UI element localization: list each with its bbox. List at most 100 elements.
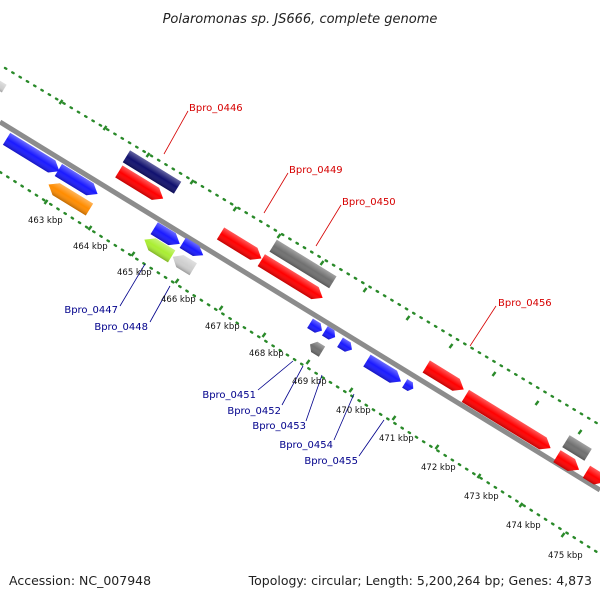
kbp-label: 470 kbp (336, 406, 371, 416)
gene-red-3-shading (257, 254, 323, 300)
connector-bpro-0454 (333, 393, 355, 441)
kbp-tick (43, 199, 49, 205)
kbp-tick (391, 415, 397, 421)
genome-backbone (0, 119, 600, 493)
kbp-tick-dashes (43, 199, 566, 538)
kbp-label: 466 kbp (161, 295, 196, 305)
gene-blue-8 (363, 354, 402, 383)
gene-label-bpro-0447: Bpro_0447 (64, 305, 118, 316)
outer-tick (58, 99, 64, 105)
kbp-label: 465 kbp (117, 268, 152, 278)
kbp-tick (518, 502, 524, 508)
gene-gray-bpro-0450-shading (269, 239, 337, 289)
gene-lime-bpro-0447-shading (144, 238, 176, 263)
connector-bpro-0450 (315, 204, 342, 247)
kbp-tick (87, 225, 93, 231)
outer-tick (448, 343, 454, 349)
kbp-tick (348, 387, 354, 393)
kbp-label: 469 kbp (292, 377, 327, 387)
outer-tick (577, 429, 583, 435)
gene-gray-edge-shading (0, 79, 7, 93)
connector-bpro-0453 (305, 374, 323, 422)
gene-blue-5 (307, 318, 322, 333)
outer-tick (102, 125, 108, 131)
gene-label-bpro-0454: Bpro_0454 (279, 440, 333, 451)
outer-tick (145, 152, 151, 158)
gene-blue-6-shading (322, 326, 336, 340)
gene-red-2-shading (216, 227, 262, 260)
gene-red-6-shading (553, 450, 580, 472)
kbp-label: 468 kbp (249, 349, 284, 359)
gene-navy-bpro-0446-shading (122, 150, 182, 194)
kbp-label: 471 kbp (379, 434, 414, 444)
gene-label-bpro-0453: Bpro_0453 (252, 421, 306, 432)
gene-blue-4-shading (179, 237, 204, 256)
connector-bpro-0446 (163, 110, 189, 155)
forward-gene-labels: Bpro_0446 Bpro_0449 Bpro_0450 Bpro_0456 (189, 103, 552, 309)
gene-gray-bpro-0450 (269, 239, 337, 289)
gene-red-5 (461, 389, 551, 450)
gene-label-bpro-0448: Bpro_0448 (94, 322, 148, 333)
gene-label-bpro-0456: Bpro_0456 (498, 298, 552, 309)
gene-blue-5-shading (307, 318, 322, 333)
kbp-label: 475 kbp (548, 551, 583, 561)
map-title: Polaromonas sp. JS666, complete genome (163, 12, 438, 27)
gene-red-7 (582, 465, 600, 485)
kbp-tick (305, 359, 311, 365)
gene-gray-bpro-0451-shading (310, 341, 326, 357)
gene-red-2 (216, 227, 262, 260)
gene-label-bpro-0452: Bpro_0452 (227, 406, 281, 417)
gene-gray-bpro-0451 (310, 341, 326, 357)
gene-gray-edge-2-shading (562, 435, 592, 461)
connector-bpro-0451 (257, 360, 294, 391)
connector-bpro-0447 (119, 263, 146, 307)
gene-label-bpro-0451: Bpro_0451 (202, 390, 256, 401)
gene-red-4-shading (422, 360, 464, 391)
kbp-tick (130, 251, 136, 257)
gene-lightgray-bpro-0448-shading (172, 255, 197, 276)
kbp-label: 474 kbp (506, 521, 541, 531)
outer-tick (534, 400, 540, 406)
gene-orange-shading (48, 183, 94, 216)
gene-blue-7 (337, 337, 352, 352)
outer-dotted-track (3, 66, 600, 427)
outer-tick (405, 315, 411, 321)
gene-navy-bpro-0446 (122, 150, 182, 194)
kbp-labels: 463 kbp 464 kbp 465 kbp 466 kbp 467 kbp … (28, 216, 583, 561)
connector-bpro-0452 (281, 365, 304, 406)
gene-red-1 (115, 165, 164, 200)
gene-label-bpro-0446: Bpro_0446 (189, 103, 243, 114)
gene-gray-edge (0, 79, 7, 93)
gene-red-3 (257, 254, 323, 300)
kbp-tick (434, 444, 440, 450)
gene-label-bpro-0449: Bpro_0449 (289, 165, 343, 176)
gene-label-bpro-0450: Bpro_0450 (342, 197, 396, 208)
gene-blue-7-shading (337, 337, 352, 352)
outer-tick (491, 371, 497, 377)
gene-blue-9-shading (402, 379, 414, 392)
gene-red-6 (553, 450, 580, 472)
kbp-label: 473 kbp (464, 492, 499, 502)
gene-red-4 (422, 360, 464, 391)
outer-tick (232, 206, 238, 212)
gene-red-1-shading (115, 165, 164, 200)
outer-tick (362, 287, 368, 293)
gene-blue-6 (322, 326, 336, 340)
outer-tick (189, 179, 195, 185)
gene-blue-3-shading (150, 222, 180, 246)
gene-lightgray-bpro-0448 (172, 255, 197, 276)
outer-tick (319, 260, 325, 266)
kbp-tick (218, 305, 224, 311)
gene-orange (48, 183, 94, 216)
gene-lime-bpro-0447 (144, 238, 176, 263)
gene-red-5-shading (461, 389, 551, 450)
connector-bpro-0455 (358, 419, 385, 457)
kbp-label: 463 kbp (28, 216, 63, 226)
genome-summary-text: Topology: circular; Length: 5,200,264 bp… (248, 573, 592, 588)
reverse-gene-labels: Bpro_0447 Bpro_0448 Bpro_0451 Bpro_0452 … (64, 305, 358, 467)
kbp-tick (261, 332, 267, 338)
gene-blue-2-shading (54, 164, 98, 196)
connector-bpro-0448 (149, 285, 171, 323)
accession-text: Accession: NC_007948 (9, 573, 152, 588)
